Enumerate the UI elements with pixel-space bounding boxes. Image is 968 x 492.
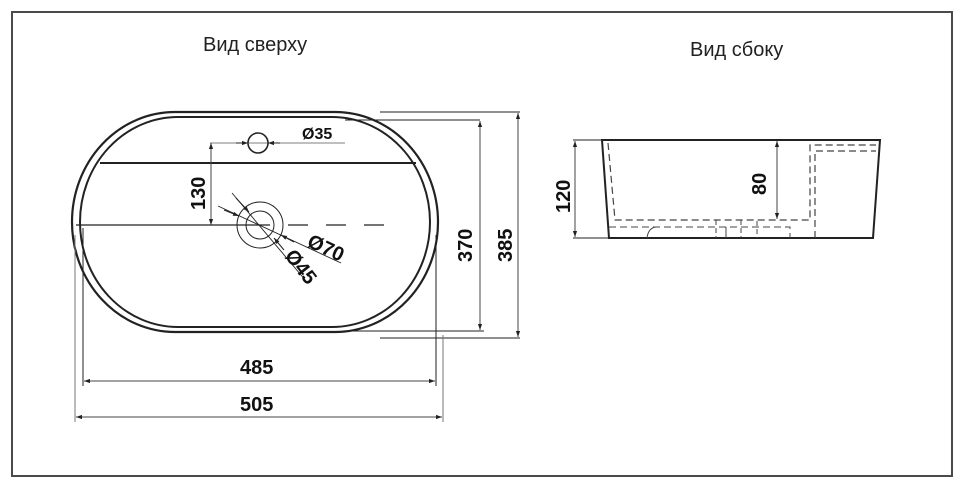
faucet-hole-diameter-label: Ø35 bbox=[302, 126, 332, 143]
inner-length-label: 485 bbox=[240, 357, 273, 379]
total-height-label: 120 bbox=[553, 180, 575, 213]
top-view: Ø35 130 Ø70 Ø45 370 385 bbox=[70, 110, 521, 422]
drawing-frame bbox=[11, 11, 953, 477]
side-view-title: Вид сбоку bbox=[690, 39, 784, 61]
top-view-title: Вид сверху bbox=[203, 34, 308, 56]
outer-length-label: 505 bbox=[240, 394, 273, 416]
drain-inner-circle bbox=[245, 210, 275, 240]
outer-width-label: 385 bbox=[495, 229, 517, 262]
basin-outer-outline bbox=[70, 110, 440, 334]
drain-outer-circle bbox=[236, 201, 284, 249]
side-view: 120 80 bbox=[553, 139, 882, 239]
basin-inner-outline bbox=[79, 116, 431, 328]
bowl-depth-label: 80 bbox=[749, 173, 771, 195]
side-view-outline bbox=[600, 139, 882, 239]
bowl-hidden-line bbox=[607, 142, 876, 221]
inner-width-label: 370 bbox=[455, 229, 477, 262]
faucet-offset-label: 130 bbox=[188, 177, 210, 210]
